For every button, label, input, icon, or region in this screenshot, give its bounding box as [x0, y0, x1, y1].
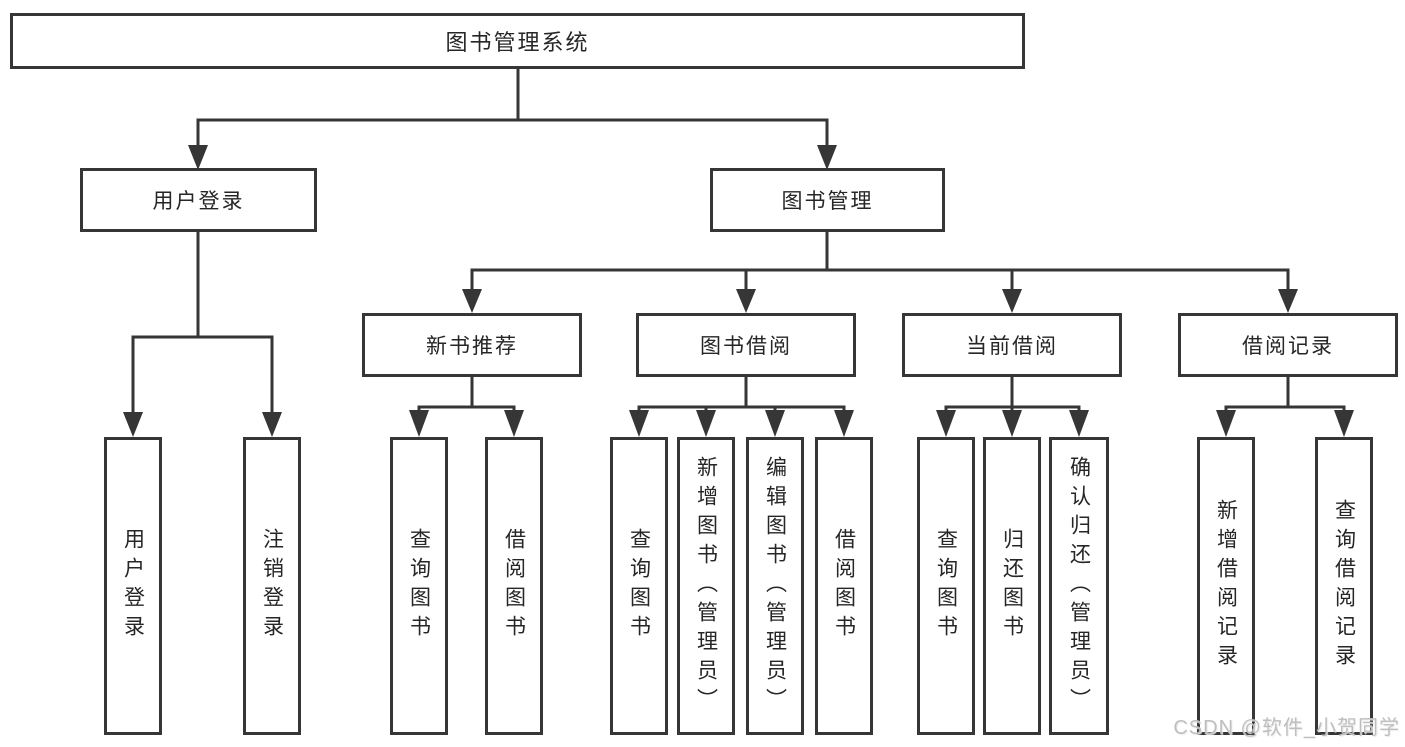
- csdn-watermark: CSDN @软件_小贺同学: [1173, 717, 1400, 739]
- connectors-book-borrow: [629, 377, 854, 437]
- leaf-label: 注销登录: [260, 528, 284, 644]
- leaf-query-books-borrow: 查询图书: [610, 437, 668, 735]
- node-label: 图书借阅: [700, 335, 792, 358]
- connectors-borrow-records: [1216, 377, 1354, 437]
- leaf-add-borrow-record: 新增借阅记录: [1197, 437, 1255, 735]
- node-user-login: 用户登录: [80, 168, 317, 232]
- leaf-borrow-books: 借阅图书: [815, 437, 873, 735]
- leaf-label: 借阅图书: [832, 528, 856, 644]
- leaf-label: 查询图书: [627, 528, 651, 644]
- leaf-label: 确认归还（管理员）: [1067, 455, 1091, 717]
- leaf-label: 查询图书: [407, 528, 431, 644]
- connectors-current-borrow: [936, 377, 1089, 437]
- leaf-logout: 注销登录: [243, 437, 301, 735]
- node-label: 图书管理: [781, 190, 874, 213]
- node-library-management-system: 图书管理系统: [10, 13, 1025, 69]
- leaf-label: 借阅图书: [502, 528, 526, 644]
- node-current-borrowing: 当前借阅: [902, 313, 1122, 377]
- leaf-add-books-admin: 新增图书（管理员）: [677, 437, 735, 735]
- leaf-return-books: 归还图书: [983, 437, 1041, 735]
- connectors-new-book: [409, 377, 524, 437]
- node-new-book-recommendation: 新书推荐: [362, 313, 582, 377]
- leaf-label: 编辑图书（管理员）: [763, 455, 787, 717]
- leaf-label: 用户登录: [121, 528, 145, 644]
- node-label: 当前借阅: [966, 335, 1058, 358]
- connectors-root-to-level2: [188, 69, 837, 170]
- connectors-user-login: [123, 232, 282, 437]
- node-book-management: 图书管理: [710, 168, 945, 232]
- node-label: 图书管理系统: [445, 30, 590, 55]
- leaf-query-books-current: 查询图书: [917, 437, 975, 735]
- connectors-book-management: [462, 232, 1298, 313]
- leaf-query-books-recommend: 查询图书: [390, 437, 448, 735]
- leaf-confirm-return-admin: 确认归还（管理员）: [1049, 437, 1109, 735]
- leaf-query-borrow-record: 查询借阅记录: [1315, 437, 1373, 735]
- node-label: 借阅记录: [1242, 335, 1334, 358]
- node-book-borrowing: 图书借阅: [636, 313, 856, 377]
- leaf-label: 新增借阅记录: [1214, 499, 1238, 673]
- leaf-label: 查询借阅记录: [1332, 499, 1356, 673]
- node-label: 用户登录: [152, 190, 245, 213]
- leaf-edit-books-admin: 编辑图书（管理员）: [746, 437, 804, 735]
- leaf-borrow-books-recommend: 借阅图书: [485, 437, 543, 735]
- leaf-user-login: 用户登录: [104, 437, 162, 735]
- leaf-label: 新增图书（管理员）: [694, 455, 718, 717]
- node-label: 新书推荐: [426, 335, 518, 358]
- leaf-label: 归还图书: [1000, 528, 1024, 644]
- leaf-label: 查询图书: [934, 528, 958, 644]
- node-borrowing-records: 借阅记录: [1178, 313, 1398, 377]
